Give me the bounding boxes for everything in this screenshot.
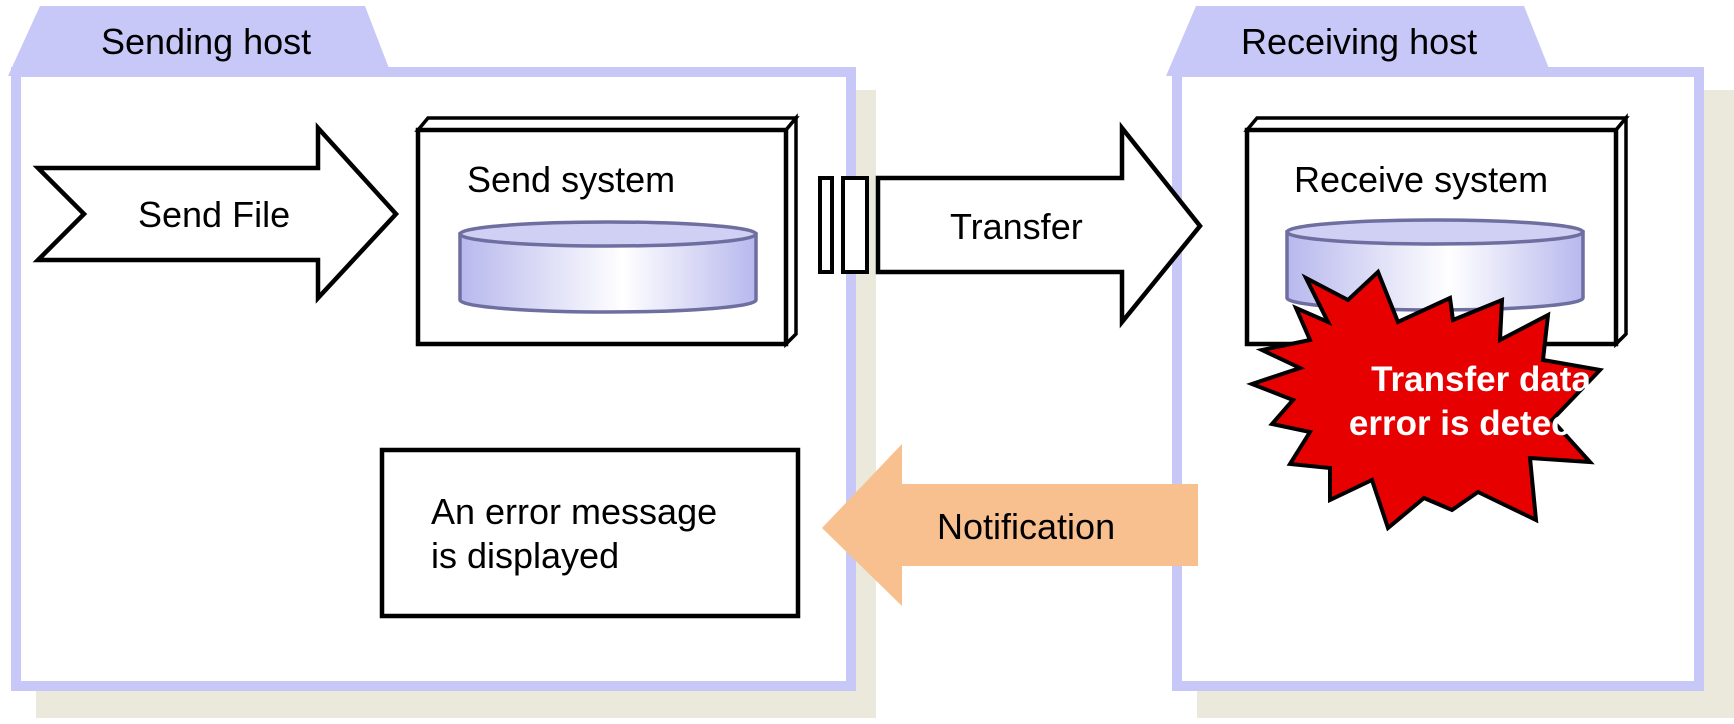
error-burst-shape (1246, 268, 1605, 532)
notification-label: Notification (937, 506, 1115, 547)
error-burst: Transfer data error is detected (1246, 268, 1623, 532)
receive-system-label: Receive system (1294, 159, 1548, 200)
transfer-arrow-stripe-1 (818, 176, 834, 274)
send-file-label: Send File (138, 194, 290, 235)
error-message-line-1: An error message (431, 491, 717, 532)
error-burst-line-1: Transfer data (1371, 360, 1591, 399)
notification-arrow: Notification (822, 444, 1198, 606)
receiving-host-title: Receiving host (1241, 21, 1477, 62)
transfer-arrow-stripe-2 (841, 176, 869, 274)
sending-host-title: Sending host (101, 21, 311, 62)
transfer-arrow: Transfer (818, 121, 1203, 329)
receiving-host-tab (1166, 6, 1552, 76)
send-system-label: Send system (467, 159, 675, 200)
send-file-arrow: Send File (32, 122, 400, 304)
error-message-box: An error message is displayed (379, 447, 801, 619)
error-message-line-2: is displayed (431, 535, 619, 576)
transfer-label: Transfer (950, 206, 1083, 247)
send-system-box: Send system (414, 113, 800, 349)
error-burst-line-2: error is detected (1349, 404, 1623, 443)
send-database-icon (458, 220, 758, 314)
sending-host-tab (8, 6, 392, 76)
